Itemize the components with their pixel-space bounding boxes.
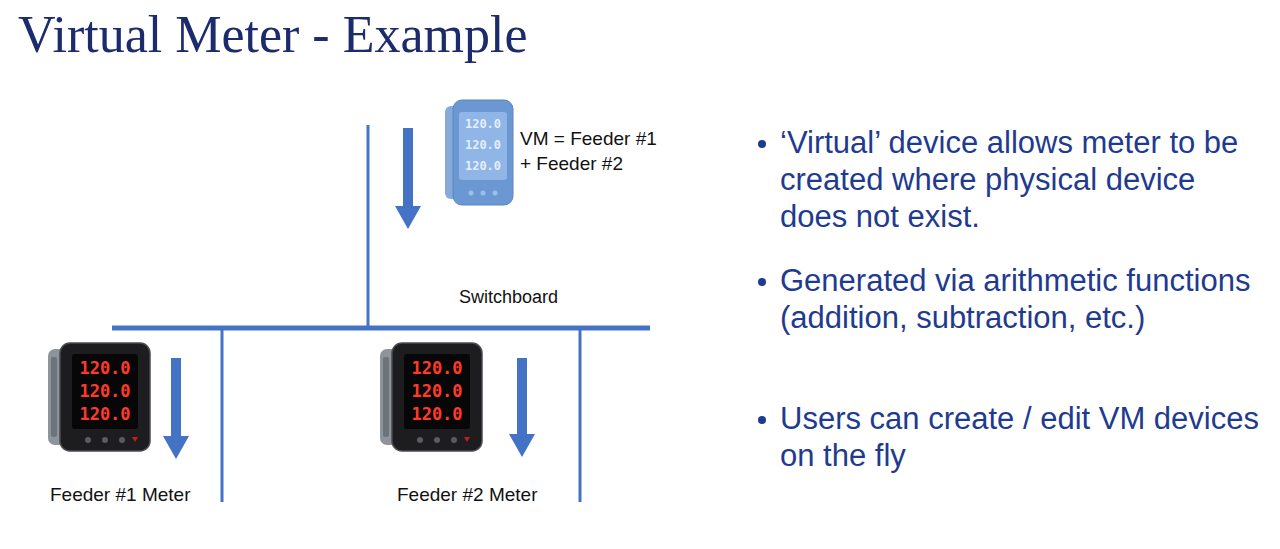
meter-reading: 120.0 [76,381,134,402]
bullet-point: Generated via arithmetic functions (addi… [780,262,1270,336]
flow-arrow [163,358,189,459]
feeder-line [221,328,224,502]
meter-reading: 120.0 [408,358,466,379]
slide-title: Virtual Meter - Example [18,6,527,63]
meter-reading: 120.0 [76,404,134,425]
meter-illustration [445,100,513,205]
feeder-line [579,328,582,502]
incoming-feed-line [367,125,370,328]
meter-caption: VM = Feeder #1 + Feeder #2 [520,126,665,176]
power-meter: 120.0120.0120.0Feeder #2 Meter [380,343,482,451]
bullet-point: ‘Virtual’ device allows meter to be crea… [780,124,1270,235]
switchboard-bus [112,326,650,331]
meter-caption: Feeder #2 Meter [397,482,597,507]
meter-caption: Feeder #1 Meter [50,482,250,507]
flow-arrow [509,358,535,457]
meter-reading: 120.0 [459,137,507,153]
meter-reading: 120.0 [408,404,466,425]
meter-reading: 120.0 [459,116,507,132]
bullet-dot [758,416,766,424]
meter-reading: 120.0 [76,358,134,379]
virtual-meter: 120.0120.0120.0VM = Feeder #1 + Feeder #… [445,100,513,205]
bullet-point: Users can create / edit VM devices on th… [780,400,1270,474]
flow-arrow [395,128,421,229]
meter-reading: 120.0 [408,381,466,402]
meter-reading: 120.0 [459,158,507,174]
power-meter: 120.0120.0120.0Feeder #1 Meter [48,343,150,451]
bullet-dot [758,278,766,286]
switchboard-label: Switchboard [459,287,558,308]
bullet-dot [758,140,766,148]
